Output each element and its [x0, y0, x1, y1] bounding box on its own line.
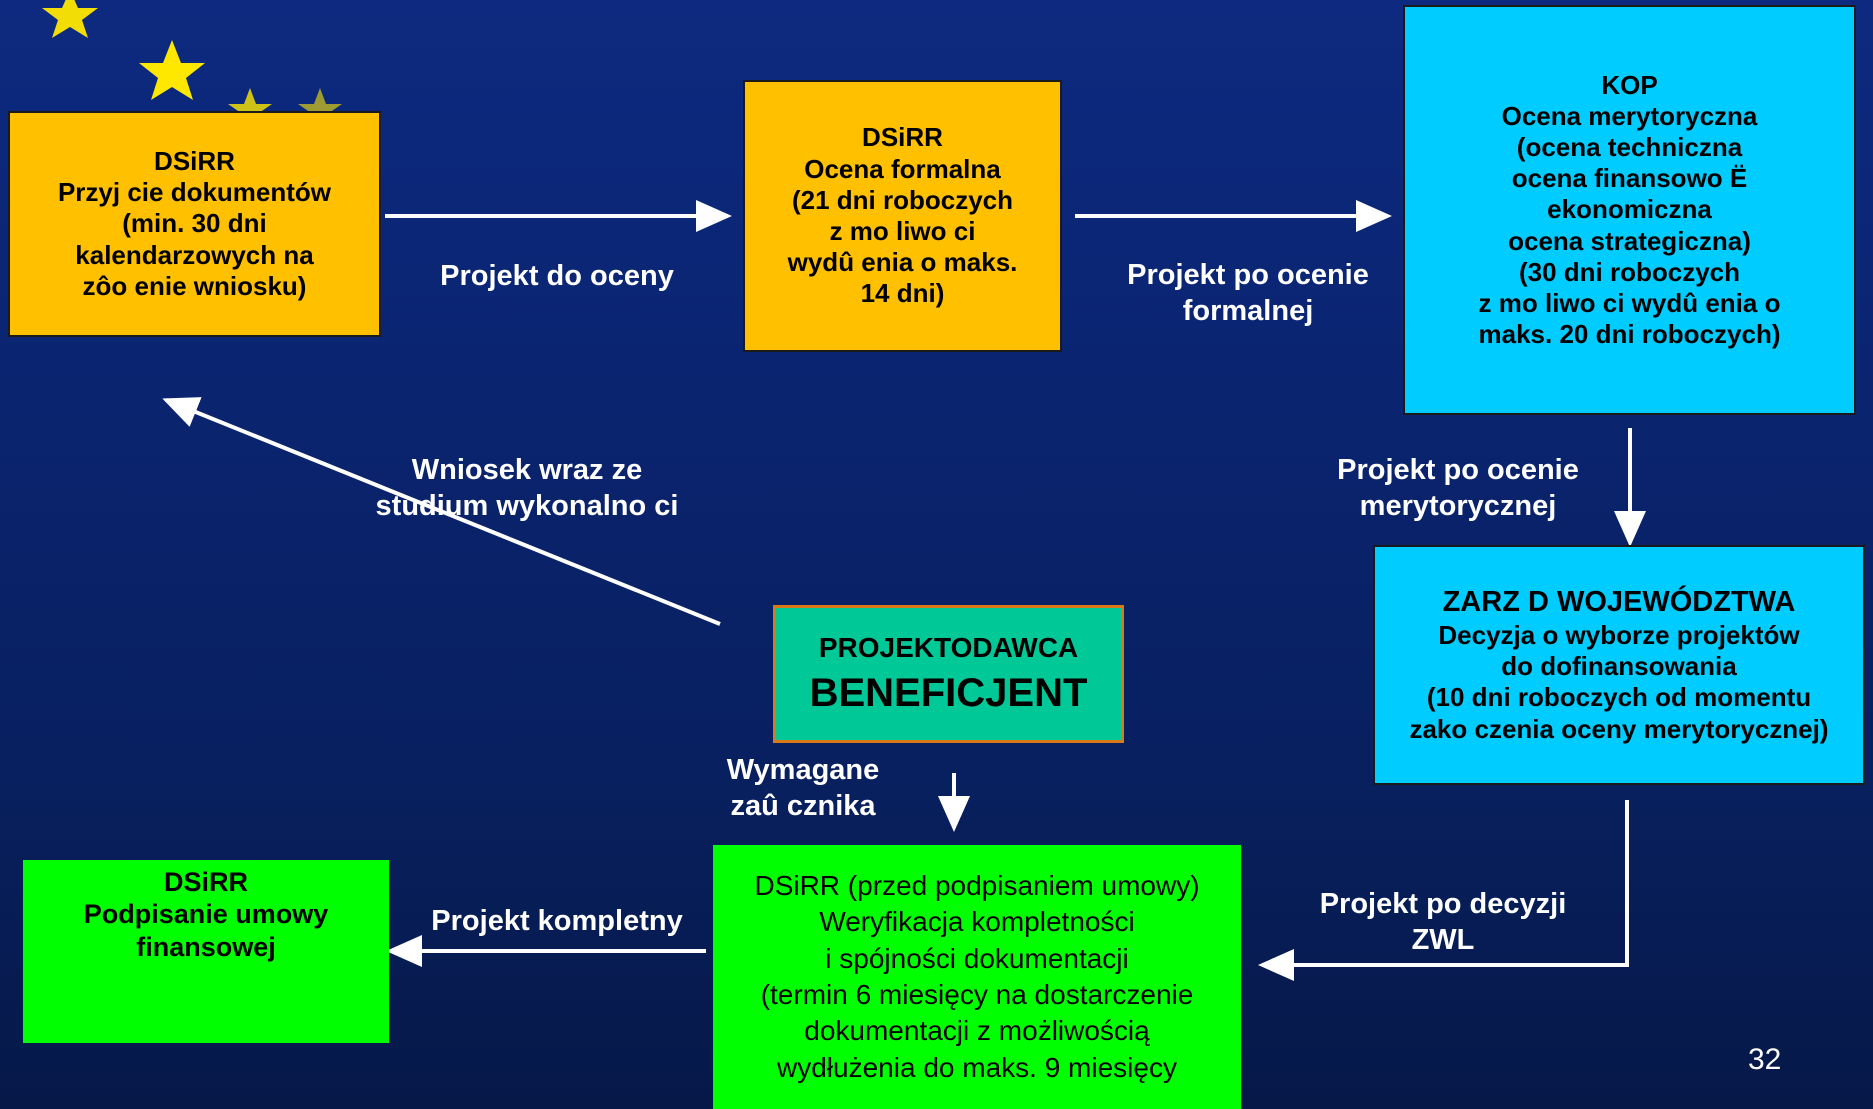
label-line: Projekt po ocenie — [1337, 454, 1579, 486]
star-icon — [228, 88, 272, 128]
box-text-line: dokumentacji z możliwością — [804, 1015, 1150, 1047]
box-text-line: maks. 20 dni roboczych) — [1478, 319, 1781, 350]
box-weryfikacja-kompletnosci: DSiRR (przed podpisaniem umowy) Weryfika… — [713, 845, 1241, 1109]
box-text-line: (min. 30 dni — [122, 208, 267, 239]
box-title: DSiRR (przed podpisaniem umowy) — [754, 869, 1200, 901]
box-beneficjent: PROJEKTODAWCA BENEFICJENT — [773, 605, 1124, 743]
page-number: 32 — [1748, 1043, 1782, 1076]
box-kop-ocena-merytoryczna: KOP Ocena merytoryczna (ocena techniczna… — [1403, 5, 1856, 415]
label-line: zaû cznika — [730, 790, 876, 823]
label-projekt-do-oceny: Projekt do oceny — [440, 260, 674, 292]
box-title: ZARZ D WOJEWÓDZTWA — [1442, 586, 1796, 619]
box-text-line: (termin 6 miesięcy na dostarczenie — [760, 979, 1194, 1010]
label-line: studium wykonalno ci — [375, 490, 679, 523]
star-icon — [298, 88, 342, 128]
box-title: KOP — [1601, 69, 1658, 100]
box-text-line: zôo enie wniosku) — [82, 270, 307, 301]
box-text-line: (21 dni roboczych — [791, 184, 1014, 215]
box-podpisanie-umowy: DSiRR Podpisanie umowy finansowej — [23, 860, 389, 1043]
box-text-line: z mo liwo ci — [829, 216, 976, 246]
box-title: DSiRR — [154, 146, 235, 177]
box-text-line: Decyzja o wyborze projektów — [1438, 620, 1800, 651]
label-line: ZWL — [1411, 924, 1475, 957]
label-line: formalnej — [1182, 295, 1314, 328]
box-text-line: (30 dni roboczych — [1518, 256, 1741, 287]
box-text-line: i spójności dokumentacji — [825, 942, 1129, 974]
box-text-line: finansowej — [136, 931, 276, 962]
arrow-zarzad-to-weryfikacja — [1258, 800, 1629, 981]
label-projekt-kompletny: Projekt kompletny — [431, 905, 683, 937]
box-text-line: ekonomiczna — [1547, 194, 1712, 225]
box-text-line: Weryfikacja kompletności — [819, 906, 1135, 938]
label-projekt-po-ocenie-merytorycznej: Projekt po ocenie merytorycznej — [1298, 452, 1618, 525]
box-text-line: 14 dni) — [860, 278, 945, 309]
box-subtitle: PROJEKTODAWCA — [818, 632, 1079, 664]
box-text-line: zako czenia oceny merytorycznej) — [1409, 713, 1829, 744]
box-zarzad-wojewodztwa: ZARZ D WOJEWÓDZTWA Decyzja o wyborze pro… — [1373, 545, 1865, 785]
label-line: Projekt po decyzji — [1319, 888, 1567, 920]
box-text-line: Ocena formalna — [804, 153, 1001, 184]
box-text-line: kalendarzowych na — [75, 239, 314, 270]
box-title: DSiRR — [862, 122, 943, 153]
box-text-line: (10 dni roboczych od momentu — [1426, 682, 1812, 713]
label-projekt-po-decyzji: Projekt po decyzji ZWL — [1283, 886, 1603, 959]
box-text-line: z mo liwo ci wydû enia o — [1478, 287, 1781, 318]
label-line: Projekt po ocenie — [1127, 259, 1369, 291]
star-icon — [42, 0, 98, 38]
box-text-line: wydû enia o maks. — [787, 247, 1018, 278]
arrow-beneficjent-to-przyjecie — [162, 397, 721, 626]
box-text-line: wydłużenia do maks. 9 miesięcy — [777, 1051, 1177, 1083]
box-text-line: ocena strategiczna) — [1508, 225, 1751, 256]
box-text-line: ocena finansowo Ë — [1511, 163, 1748, 194]
box-text-line: Ocena merytoryczna — [1501, 100, 1758, 131]
box-title: DSiRR — [163, 867, 248, 897]
box-text-line: Podpisanie umowy — [83, 899, 329, 930]
label-line: merytorycznej — [1359, 490, 1557, 523]
star-icon — [139, 40, 205, 100]
box-title: BENEFICJENT — [809, 670, 1088, 715]
eu-stars-decoration — [42, 0, 342, 128]
box-ocena-formalna: DSiRR Ocena formalna (21 dni roboczych z… — [743, 80, 1062, 352]
box-przyjecie-dokumentow: DSiRR Przyj cie dokumentów (min. 30 dni … — [8, 111, 381, 337]
box-text-line: Przyj cie dokumentów — [57, 177, 332, 208]
label-wniosek-studium: Wniosek wraz ze studium wykonalno ci — [338, 452, 716, 525]
label-wymagane-zalaczniki: Wymagane zaû cznika — [698, 752, 908, 825]
label-line: Wymagane — [726, 754, 880, 786]
box-text-line: (ocena techniczna — [1516, 132, 1743, 163]
label-line: Wniosek wraz ze — [411, 454, 643, 486]
box-text-line: do dofinansowania — [1501, 651, 1737, 682]
label-projekt-po-ocenie-formalnej: Projekt po ocenie formalnej — [1088, 257, 1408, 330]
